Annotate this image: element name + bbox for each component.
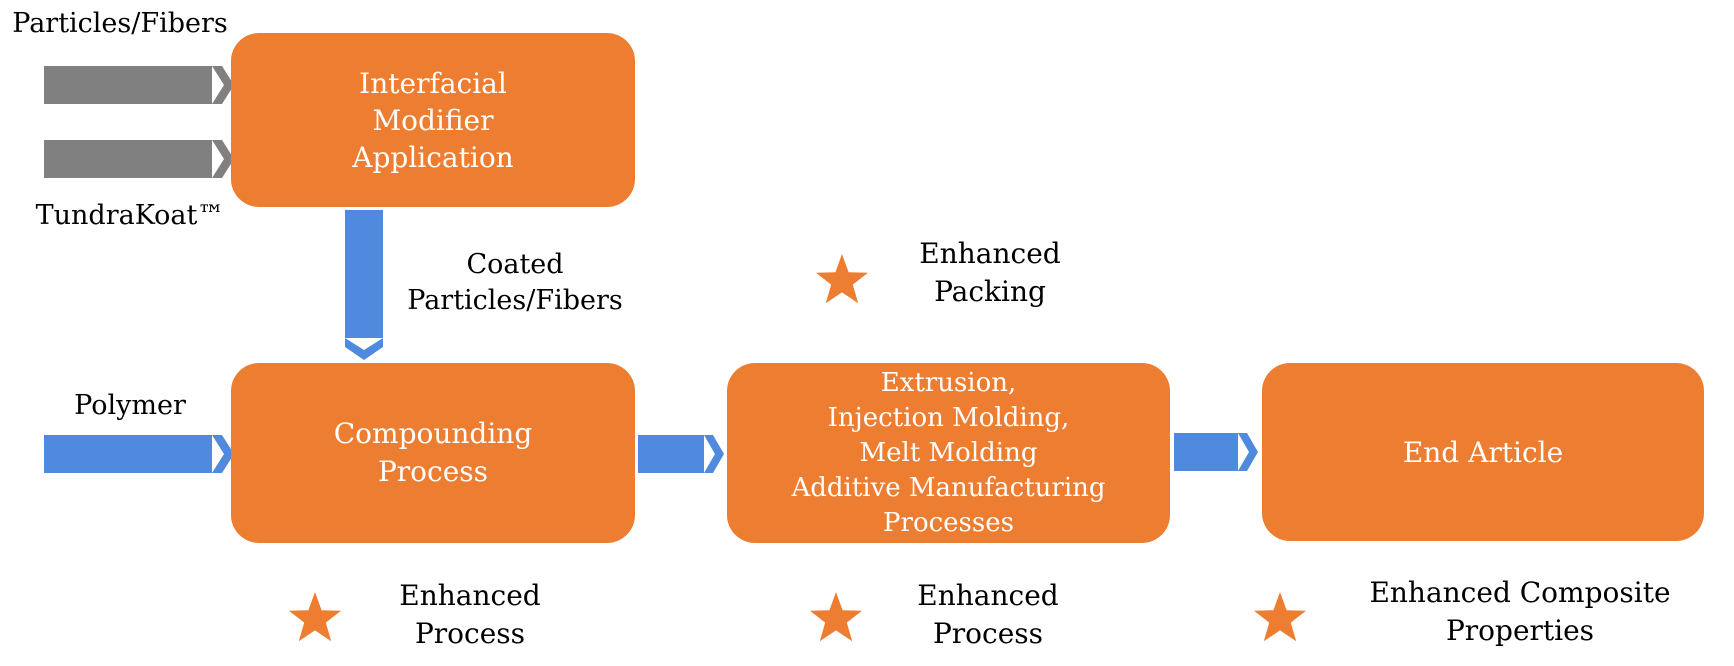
end-article-box: End Article bbox=[1262, 363, 1704, 541]
processes-box: Extrusion, Injection Molding, Melt Moldi… bbox=[727, 363, 1170, 543]
enhanced-process-label-1: Enhanced Process bbox=[399, 579, 541, 650]
enhanced-process-label-2: Enhanced Process bbox=[917, 579, 1059, 650]
star-icon bbox=[1254, 592, 1306, 642]
flow-arrow-1 bbox=[638, 435, 724, 473]
star-icon bbox=[816, 254, 868, 304]
gray-input-arrow-2 bbox=[44, 140, 234, 178]
coated-down-arrow bbox=[345, 210, 383, 360]
coated-particles-label: Coated Particles/Fibers bbox=[407, 249, 623, 316]
tundrakoat-label: TundraKoat™ bbox=[35, 200, 225, 231]
chevron-arrow-right-icon bbox=[44, 140, 212, 178]
polymer-label: Polymer bbox=[74, 390, 186, 421]
enhanced-packing-label: Enhanced Packing bbox=[919, 237, 1061, 308]
compounding-process-box: Compounding Process bbox=[231, 363, 635, 543]
gray-input-arrow-1 bbox=[44, 66, 234, 104]
particles-fibers-label: Particles/Fibers bbox=[12, 8, 228, 39]
polymer-arrow bbox=[44, 435, 234, 473]
enhanced-composite-label: Enhanced Composite Properties bbox=[1369, 576, 1671, 647]
star-icon bbox=[289, 592, 341, 642]
flow-arrow-2 bbox=[1174, 433, 1258, 471]
star-icon bbox=[810, 592, 862, 642]
chevron-arrow-right-icon bbox=[44, 66, 212, 104]
interfacial-modifier-box: Interfacial Modifier Application bbox=[231, 33, 635, 207]
